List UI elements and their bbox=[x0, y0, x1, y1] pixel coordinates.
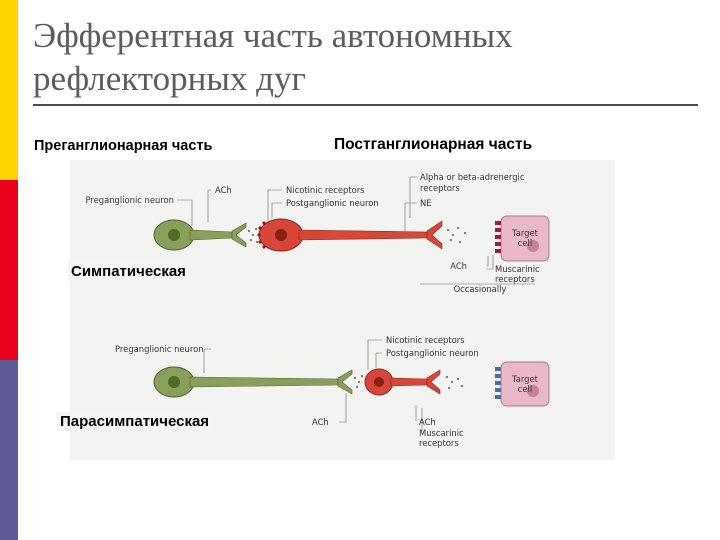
figure-background bbox=[70, 160, 615, 460]
para-ach-effector-label: ACh bbox=[419, 417, 436, 427]
para-muscarinic-receptors bbox=[495, 367, 501, 399]
parasympathetic-pathway: Target cell Nicotinic receptors Postgang… bbox=[115, 335, 550, 448]
sym-preganglionic-label: Preganglionic neuron bbox=[85, 195, 174, 205]
accent-bar-red bbox=[0, 180, 18, 360]
accent-bar-blue bbox=[0, 360, 18, 540]
sym-target-cell: Target cell bbox=[495, 215, 550, 262]
accent-bar-yellow bbox=[0, 0, 18, 180]
para-target-cell: Target cell bbox=[495, 361, 550, 407]
para-synapse-dots bbox=[354, 375, 363, 388]
sym-target-label-2: cell bbox=[518, 238, 532, 248]
sympathetic-label: Симпатическая bbox=[68, 262, 189, 281]
sym-receptor-dots bbox=[257, 221, 266, 249]
title-underline bbox=[33, 104, 698, 106]
title-line-2: рефлекторных дуг bbox=[33, 59, 306, 98]
para-muscarinic-label-2: receptors bbox=[419, 438, 459, 448]
sym-postganglionic-label: Postganglionic neuron bbox=[286, 198, 379, 208]
para-ach-dots bbox=[446, 376, 463, 389]
sym-adrenergic-receptors bbox=[495, 221, 501, 253]
sym-muscarinic-label-1: Muscarinic bbox=[495, 264, 540, 274]
para-preganglionic-neuron bbox=[153, 366, 353, 398]
para-postganglionic-neuron bbox=[364, 368, 441, 396]
title-line-1: Эфферентная часть автономных bbox=[33, 16, 513, 55]
sym-adrenergic-label-1: Alpha or beta-adrenergic bbox=[420, 172, 525, 182]
para-preganglionic-label: Preganglionic neuron bbox=[115, 344, 204, 354]
sym-nicotinic-label: Nicotinic receptors bbox=[286, 185, 365, 195]
sym-ne-label: NE bbox=[420, 198, 432, 208]
sympathetic-pathway: Target cell ACh Preganglionic neuron Nic… bbox=[85, 172, 550, 294]
para-target-label-1: Target bbox=[511, 374, 539, 384]
sym-target-label-1: Target bbox=[511, 228, 539, 238]
sym-occasionally-label: Occasionally bbox=[454, 284, 507, 294]
para-postganglionic-label: Postganglionic neuron bbox=[386, 348, 479, 358]
postganglionic-heading: Постганглионарная часть bbox=[334, 136, 533, 153]
sym-ach-occasional-label: ACh bbox=[450, 261, 467, 271]
para-leader-lines bbox=[203, 339, 423, 431]
para-nicotinic-label: Nicotinic receptors bbox=[386, 335, 465, 345]
sym-ne-dots bbox=[447, 227, 466, 243]
sym-preganglionic-neuron bbox=[153, 219, 247, 251]
reflex-arc-figure: Target cell ACh Preganglionic neuron Nic… bbox=[70, 160, 615, 460]
sym-adrenergic-label-2: receptors bbox=[420, 183, 460, 193]
sym-leader-lines bbox=[177, 176, 535, 285]
sym-muscarinic-label-2: receptors bbox=[495, 274, 535, 284]
para-target-label-2: cell bbox=[518, 384, 532, 394]
parasympathetic-label: Парасимпатическая bbox=[57, 412, 213, 431]
slide-title: Эфферентная часть автономных рефлекторны… bbox=[33, 14, 693, 100]
sym-synapse-dots bbox=[248, 228, 258, 243]
para-ach-label: ACh bbox=[312, 417, 329, 427]
para-muscarinic-label-1: Muscarinic bbox=[419, 428, 464, 438]
sym-ach-label: ACh bbox=[215, 185, 232, 195]
preganglionic-heading: Преганглионарная часть bbox=[34, 138, 213, 154]
